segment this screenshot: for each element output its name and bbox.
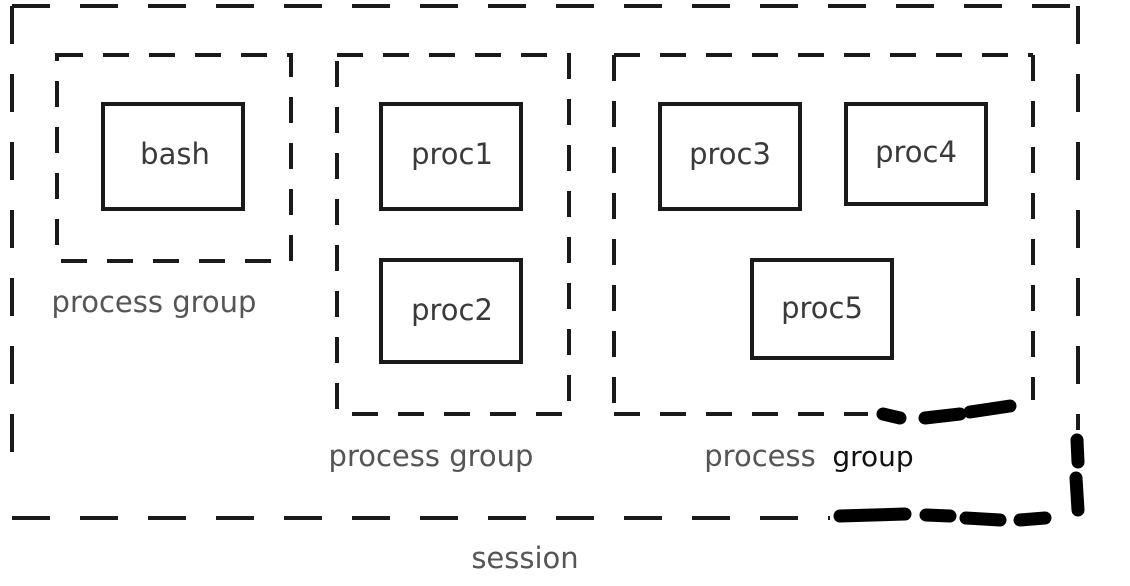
process-group-2-label: process group	[329, 439, 534, 473]
process-group-1-label: process group	[52, 285, 257, 319]
process-label-proc5: proc5	[781, 291, 863, 325]
process-box-proc4	[844, 102, 988, 206]
process-group-1-boundary	[55, 53, 293, 263]
process-label-proc4: proc4	[875, 135, 957, 169]
process-group-1: bash process group	[52, 53, 293, 319]
session-label: session	[471, 541, 578, 575]
session-boundary	[10, 4, 1080, 520]
process-box-proc2	[379, 258, 523, 364]
process-group-3-label-part1: process	[704, 439, 815, 473]
process-group-2-boundary	[335, 53, 571, 416]
process-label-proc1: proc1	[411, 137, 493, 171]
process-group-3-label-part2: group	[832, 440, 913, 473]
process-label-proc3: proc3	[689, 137, 771, 171]
process-box-bash	[101, 102, 245, 211]
process-box-proc1	[379, 102, 523, 211]
brush-strokes	[833, 399, 1085, 527]
process-group-2: proc1 proc2 process group	[329, 53, 571, 473]
process-box-proc3	[658, 102, 802, 211]
process-box-proc5	[750, 258, 894, 360]
process-label-proc2: proc2	[411, 293, 493, 327]
process-group-3: proc3 proc4 proc5 process group	[612, 53, 1035, 473]
process-label-bash: bash	[140, 137, 210, 171]
